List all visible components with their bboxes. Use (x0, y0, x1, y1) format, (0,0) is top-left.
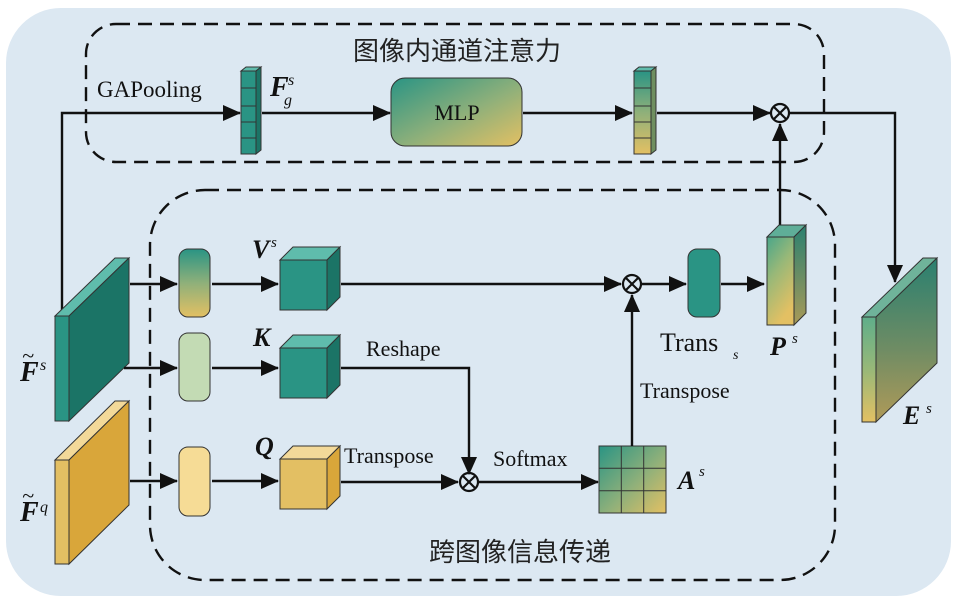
q-conv-block (178, 446, 211, 517)
softmax-label: Softmax (493, 446, 568, 471)
fq-symbol: F (19, 497, 39, 528)
gapooling-arrow (60, 105, 241, 310)
trans-label: Trans (660, 328, 718, 357)
fg-subscript: g (284, 92, 292, 109)
as-superscript: s (699, 464, 705, 480)
module-title-bottom: 跨图像信息传递 (429, 538, 611, 568)
fs-superscript: s (40, 357, 46, 374)
v-superscript: s (271, 235, 277, 251)
fg-symbol: F (269, 72, 289, 103)
k-symbol: K (252, 323, 272, 352)
fs-input-feature (53, 256, 131, 423)
es-superscript: s (926, 401, 932, 417)
q-symbol: Q (255, 432, 274, 461)
mult-to-output-arrow (789, 111, 903, 283)
trans-block (687, 248, 721, 318)
es-symbol: E (902, 401, 920, 430)
attention-matrix (598, 445, 667, 514)
transpose-a-label: Transpose (640, 378, 730, 403)
fq-superscript: q (40, 499, 48, 516)
background-panel (6, 8, 951, 596)
q-cube (278, 444, 342, 511)
mlp-label: MLP (434, 100, 479, 125)
ps-symbol: P (769, 332, 787, 361)
channel-weight-vector (632, 65, 658, 156)
cross-image-information-module (148, 188, 837, 582)
module-title-top: 图像内通道注意力 (353, 37, 561, 67)
fg-vector (239, 65, 263, 156)
reshape-label: Reshape (366, 336, 441, 361)
ps-block (765, 223, 808, 327)
gapooling-label: GAPooling (97, 77, 202, 102)
k-reshape-arrow (341, 366, 477, 475)
as-symbol: A (676, 466, 695, 495)
fq-tilde: ~ (22, 483, 34, 508)
trans-subscript: s (733, 348, 739, 363)
v-conv-block (178, 248, 211, 318)
fs-tilde: ~ (22, 343, 34, 368)
es-output-feature (860, 256, 939, 424)
mlp-block (390, 77, 523, 147)
fg-superscript: s (288, 72, 294, 89)
fq-input-feature (53, 399, 131, 566)
k-cube (278, 333, 342, 400)
k-conv-block (178, 332, 211, 402)
ps-superscript: s (792, 331, 798, 347)
v-symbol: V (252, 235, 272, 264)
intra-image-channel-attention-module (84, 22, 826, 164)
fs-symbol: F (19, 357, 39, 388)
transpose-q-label: Transpose (344, 443, 434, 468)
v-cube (278, 245, 342, 312)
